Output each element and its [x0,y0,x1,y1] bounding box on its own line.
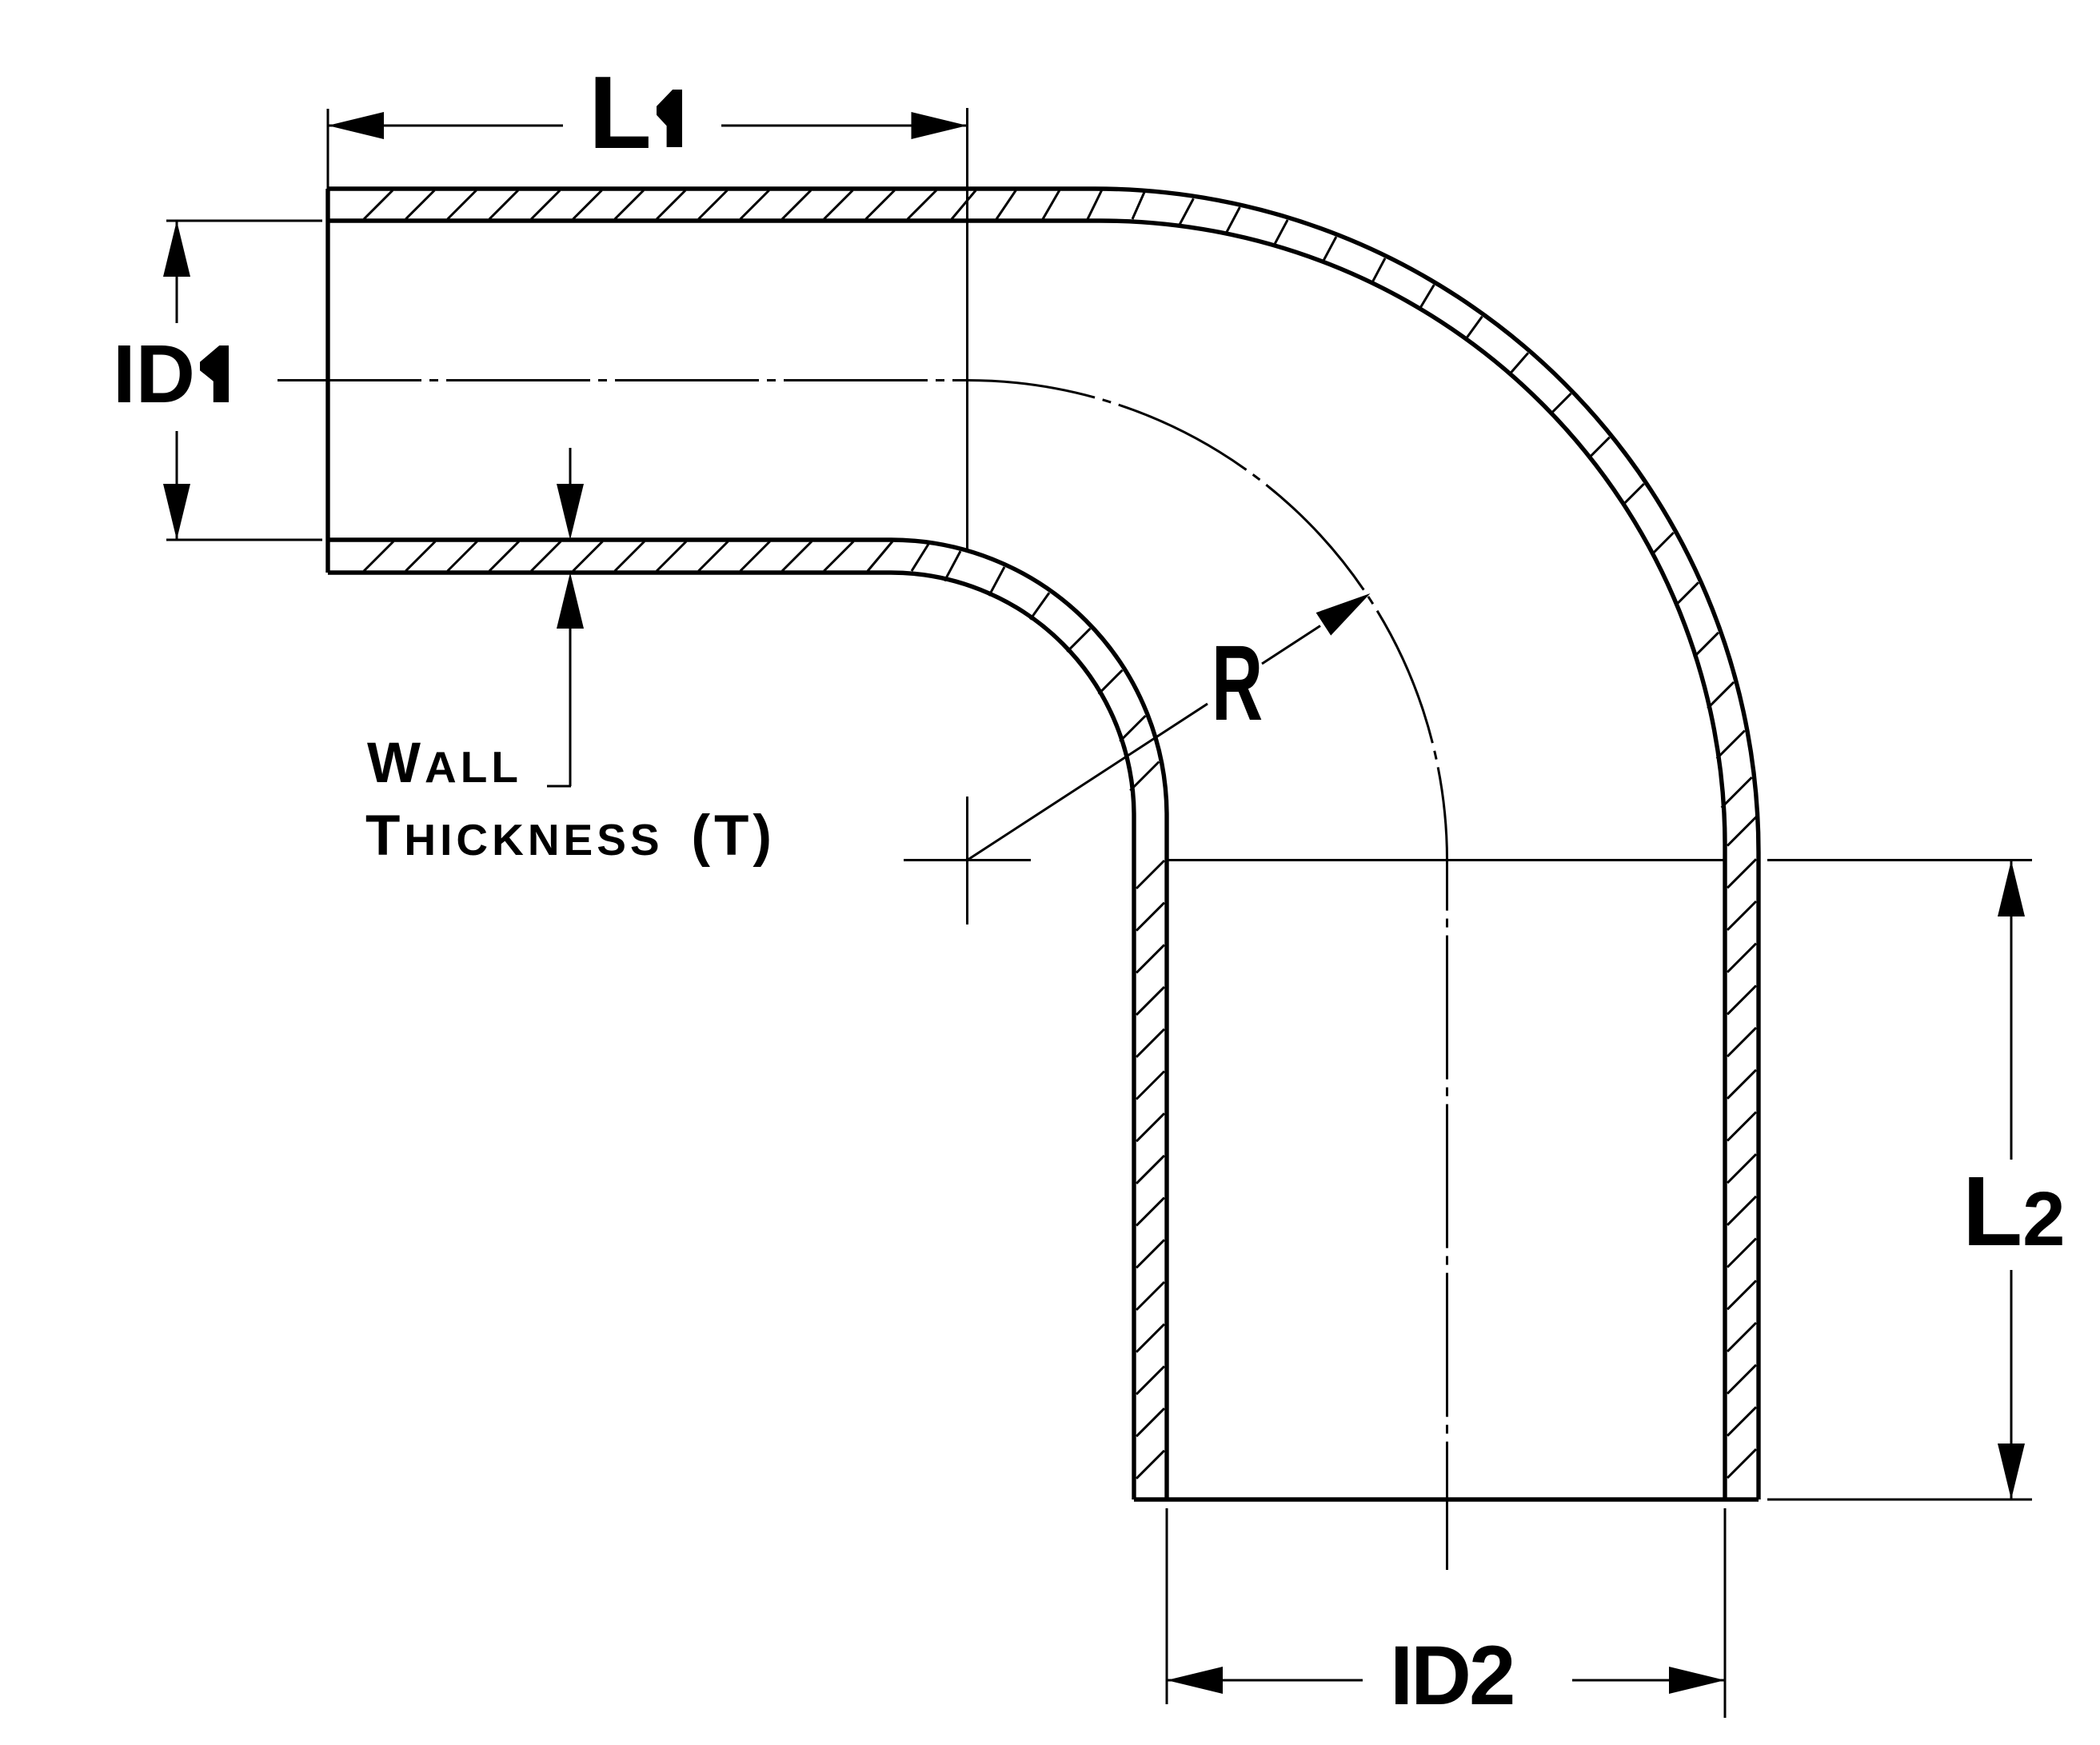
svg-text:L: L [589,55,652,170]
svg-text:WALL: WALL [367,732,522,795]
svg-text:ID2: ID2 [1390,1629,1513,1723]
svg-text:THICKNESS (T): THICKNESS (T) [365,805,776,868]
svg-text:R: R [1212,624,1263,744]
svg-text:ID: ID [113,328,195,420]
